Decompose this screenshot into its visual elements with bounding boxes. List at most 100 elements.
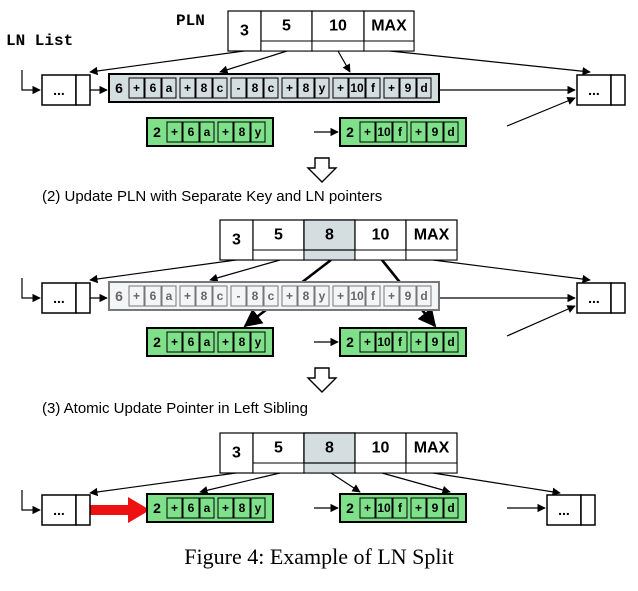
pln-3-ptr-slot bbox=[303, 462, 356, 474]
row1-original-ln-entry-value: + bbox=[133, 81, 140, 95]
row1-original-ln-entry-value: + bbox=[286, 81, 293, 95]
row2-original-ln-entry-value: + bbox=[337, 289, 344, 303]
row2-new-left-ln-count: 2 bbox=[153, 334, 161, 350]
row1-new-left-ln-count: 2 bbox=[153, 124, 161, 140]
row2-left-sibling-ellipsis: ... bbox=[53, 290, 65, 306]
figure-caption: Figure 4: Example of LN Split bbox=[184, 544, 454, 569]
row1-original-ln-entry-cell bbox=[399, 77, 417, 99]
row1-original-ln-entry-value: d bbox=[420, 81, 427, 95]
row1-left-sibling-frame bbox=[41, 74, 77, 106]
pln-1-key: 10 bbox=[329, 18, 347, 35]
row2-left-sibling: ... bbox=[41, 282, 91, 314]
row3-new-left-ln-count: 2 bbox=[153, 500, 161, 516]
pln-3-key: 8 bbox=[325, 440, 334, 457]
row2-new-left-ln-entry-cell bbox=[166, 331, 183, 353]
row2-original-ln-entry-value: d bbox=[420, 289, 427, 303]
row2-original-ln-entry-cell bbox=[230, 285, 247, 307]
row1-new-right-ln-entry-cell bbox=[392, 121, 408, 143]
pln-2-key: 10 bbox=[372, 227, 390, 244]
row2-original-ln-entry-value: + bbox=[184, 289, 191, 303]
row1-original-ln-entry-cell bbox=[212, 77, 228, 99]
pln-1-cell bbox=[227, 10, 262, 52]
row3-new-right-ln-entry-value: + bbox=[415, 501, 422, 515]
step-3-label: (3) Atomic Update Pointer in Left Siblin… bbox=[42, 400, 308, 417]
row1-original-ln-entry-cell bbox=[314, 77, 330, 99]
pln-1-ptr-slot bbox=[260, 40, 313, 52]
row1-new-right-ln-entry-cell bbox=[426, 121, 444, 143]
row2-new-right-ln-entry-value: + bbox=[364, 335, 371, 349]
row1-new-left-ln-entry-cell bbox=[182, 121, 200, 143]
row1-original-ln-entry-cell bbox=[128, 77, 145, 99]
row2-new-right-ln-entry-value: f bbox=[398, 335, 403, 349]
ln-list-entry-arrow-2 bbox=[21, 278, 41, 303]
row1-pln-ptr-3 bbox=[337, 50, 351, 73]
row1-original-ln-entry-cell bbox=[246, 77, 264, 99]
pln-1-key: MAX bbox=[371, 18, 407, 35]
pln-1-ptr-slot bbox=[363, 40, 415, 52]
row1-original-ln-entry-value: f bbox=[371, 81, 376, 95]
row2-original-ln-entry-cell bbox=[263, 285, 279, 307]
row1-original-ln-entry-value: 8 bbox=[303, 81, 310, 95]
row1-new-left-ln-entry-value: 6 bbox=[188, 125, 195, 139]
row3-pln-ptr-max bbox=[432, 472, 561, 496]
row1-original-ln-entry-cell bbox=[230, 77, 247, 99]
row2-new-left-ln-entry-value: y bbox=[255, 335, 262, 349]
row2-new-left-ln-entry-value: + bbox=[171, 335, 178, 349]
row3-new-right-ln-entry-cell bbox=[410, 497, 427, 519]
row2-pln-ptr-1 bbox=[89, 259, 237, 284]
row2-new-left-ln-entry-cell bbox=[233, 331, 251, 353]
row1-original-ln-entry-cell bbox=[332, 77, 349, 99]
row1-new-left-ln-entry-cell bbox=[250, 121, 266, 143]
pln-1: 3 5 10 MAX bbox=[227, 10, 415, 52]
ln-list-entry-arrow-1 bbox=[21, 70, 41, 95]
row1-original-ln-entry-cell bbox=[281, 77, 298, 99]
row1-new-right-ln-entry-value: 10 bbox=[377, 125, 391, 139]
row1-original-ln-entry-cell bbox=[383, 77, 400, 99]
row3-pln-ptr-1 bbox=[89, 472, 237, 497]
row1-new-right-ln-entry-value: + bbox=[415, 125, 422, 139]
row2-new-right-ln-count: 2 bbox=[346, 334, 354, 350]
row2-new-left-ln-entry-cell bbox=[182, 331, 200, 353]
row1-original-ln-entry-cell bbox=[365, 77, 381, 99]
row1-original-ln-entry-cell bbox=[161, 77, 177, 99]
row2-original-ln-entry-value: + bbox=[388, 289, 395, 303]
row2-new-right-ln-entry-cell bbox=[375, 331, 393, 353]
pln-1-key: 3 bbox=[240, 23, 249, 40]
row1-original-ln-entry-value: + bbox=[388, 81, 395, 95]
row3-left-sibling-ellipsis: ... bbox=[53, 502, 65, 518]
row1-original-ln-entry-cell bbox=[348, 77, 366, 99]
row1-original-ln-entry-cell bbox=[195, 77, 213, 99]
row3-left-sibling: ... bbox=[41, 494, 91, 526]
row2-original-ln-entry-cell bbox=[246, 285, 264, 307]
row3-new-right-ln-entry-cell bbox=[426, 497, 444, 519]
pln-2-ptr-slot bbox=[252, 249, 305, 261]
row3-new-right-ln-entry-value: 9 bbox=[432, 501, 439, 515]
row1-left-sibling-ellipsis: ... bbox=[53, 82, 65, 98]
row1-original-ln-entry-cell bbox=[144, 77, 162, 99]
row3-new-right-ln-entry-cell bbox=[359, 497, 376, 519]
row2-new-left-ln-entry-cell bbox=[199, 331, 215, 353]
pln-2-key: 5 bbox=[274, 227, 283, 244]
row1-original-ln-entry-value: 9 bbox=[405, 81, 412, 95]
row1-original-ln-entry-value: - bbox=[237, 81, 241, 95]
row1-new-left-ln-entry-value: + bbox=[222, 125, 229, 139]
row2-original-ln-entry-value: 8 bbox=[252, 289, 259, 303]
row3-new-right-ln-count: 2 bbox=[346, 500, 354, 516]
row3-pln-ptr-2 bbox=[199, 472, 281, 495]
row2-right-sibling-frame bbox=[576, 282, 612, 314]
row3-pln-ptr-3 bbox=[330, 472, 361, 493]
row1-original-ln-entry-cell bbox=[416, 77, 432, 99]
row3-atomic-update-red-arrow bbox=[90, 497, 150, 523]
row2-left-sibling-frame bbox=[41, 282, 77, 314]
row2-original-ln-entry-cell bbox=[365, 285, 381, 307]
pln-1-key: 5 bbox=[282, 18, 291, 35]
ln-list-label: LN List bbox=[6, 32, 74, 50]
row3-new-left-ln-entry-cell bbox=[250, 497, 266, 519]
row2-original-ln-entry-cell bbox=[161, 285, 177, 307]
row2-new-right-ln-entry-cell bbox=[426, 331, 444, 353]
pln-3-key: 3 bbox=[232, 445, 241, 462]
row2-new-left-ln-entry-cell bbox=[250, 331, 266, 353]
